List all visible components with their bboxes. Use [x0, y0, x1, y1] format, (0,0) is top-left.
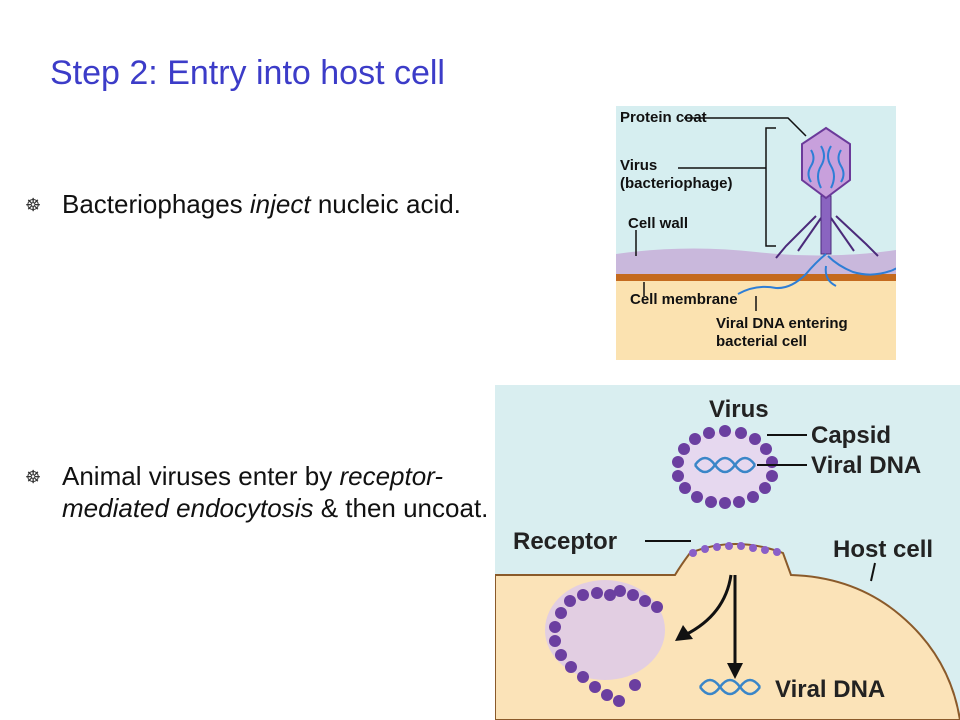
receptors — [689, 542, 781, 557]
cytoplasm-layer — [616, 281, 896, 360]
label-bacterial-cell: bacterial cell — [716, 333, 807, 350]
virus-body — [677, 431, 773, 503]
released-capsid-beads — [549, 585, 663, 707]
arrow-head-down — [727, 663, 743, 679]
label-viral-dna-entering: Viral DNA entering — [716, 315, 848, 332]
label-virus: Virus — [620, 157, 657, 174]
bacteriophage-diagram: Protein coat Virus (bacteriophage) Cell … — [616, 106, 914, 360]
label-bacteriophage: (bacteriophage) — [620, 175, 733, 192]
bullet-bacteriophages: ☸ Bacteriophages inject nucleic acid. — [25, 188, 622, 220]
label-host-cell: Host cell — [833, 536, 933, 563]
label-cell-wall: Cell wall — [628, 215, 688, 232]
bacteriophage-svg: Protein coat Virus (bacteriophage) Cell … — [616, 106, 914, 360]
phage-labels: Protein coat Virus (bacteriophage) Cell … — [620, 109, 848, 350]
endo-leader-lines — [645, 434, 876, 582]
bullet-icon: ☸ — [25, 467, 42, 488]
label-receptor: Receptor — [513, 528, 617, 555]
endocytosis-diagram: Virus Capsid Viral DNA Receptor Host cel… — [494, 385, 960, 720]
endocytosis-svg: Virus Capsid Viral DNA Receptor Host cel… — [494, 385, 960, 720]
vesicle — [545, 580, 665, 680]
virus-dna — [693, 456, 757, 474]
bullet-italic-text: inject — [249, 189, 311, 219]
label-viral-dna: Viral DNA — [811, 452, 921, 479]
bullet-text: nucleic acid. — [310, 189, 461, 219]
tail-fibers — [775, 215, 879, 259]
bullet-italic-text: receptor-mediated endocytosis — [62, 461, 444, 523]
label-protein-coat: Protein coat — [620, 109, 707, 126]
label-viral-dna-bottom: Viral DNA — [775, 676, 885, 703]
phage-head — [801, 126, 851, 200]
bullet-text: Animal viruses enter by — [62, 461, 340, 491]
cell-membrane-layer — [616, 274, 896, 281]
bullet-icon: ☸ — [25, 195, 42, 216]
bullet-text: & then uncoat. — [313, 493, 489, 523]
bullet-text: Bacteriophages — [62, 189, 250, 219]
released-dna — [698, 678, 762, 696]
bullet-animal-viruses: ☸ Animal viruses enter by receptor-media… — [25, 460, 492, 524]
leader-lines — [635, 117, 807, 311]
label-capsid: Capsid — [811, 422, 891, 449]
endo-labels: Virus Capsid Viral DNA Receptor Host cel… — [513, 396, 933, 703]
arrow-head-left — [675, 625, 693, 641]
label-cell-membrane: Cell membrane — [630, 291, 738, 308]
phage-tail — [820, 195, 832, 255]
slide-title: Step 2: Entry into host cell — [50, 54, 445, 92]
label-virus: Virus — [709, 396, 769, 423]
capsid-beads — [672, 425, 778, 509]
pathway-arrows — [684, 574, 737, 665]
